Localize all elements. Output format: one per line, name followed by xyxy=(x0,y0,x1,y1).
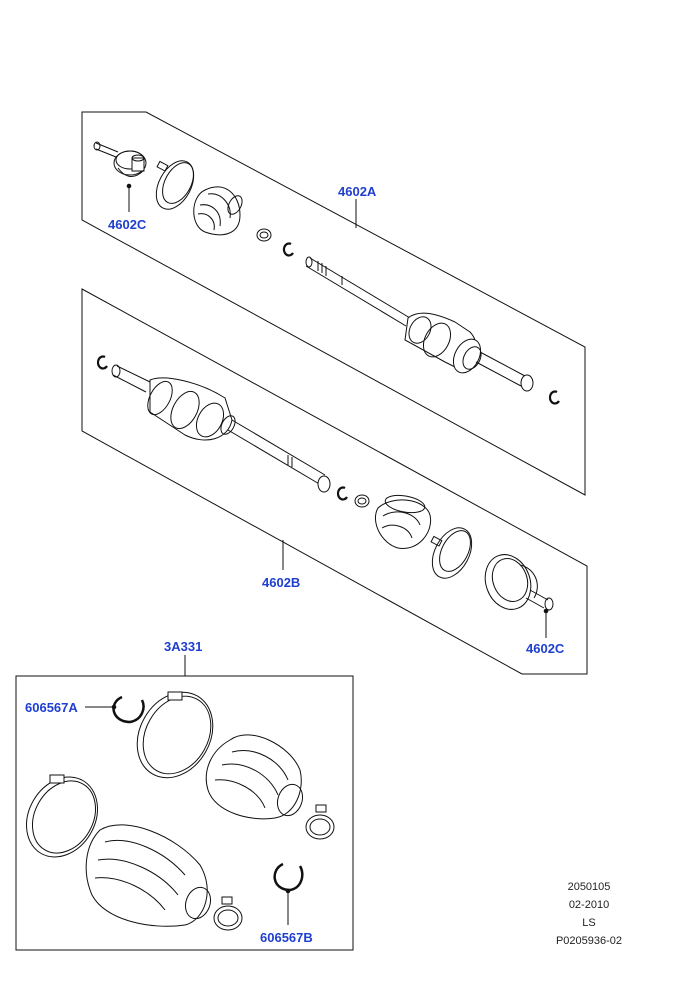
clip-a-part[interactable] xyxy=(112,695,145,724)
ref-illustration-id: P0205936-02 xyxy=(555,935,623,947)
callout-4602b[interactable]: 4602B xyxy=(262,575,301,590)
ref-code: 2050105 xyxy=(567,881,611,893)
lower-circlip-mid[interactable] xyxy=(336,486,348,501)
callout-4602a[interactable]: 4602A xyxy=(338,184,377,199)
boot-kit-parts[interactable] xyxy=(12,679,335,931)
lower-panel-frame xyxy=(81,288,588,675)
upper-shaft-assembly[interactable] xyxy=(93,141,560,405)
lower-inner-joint[interactable] xyxy=(111,364,238,442)
upper-inner-joint[interactable] xyxy=(404,312,534,392)
lower-small-clamp[interactable] xyxy=(354,494,370,508)
upper-outer-joint[interactable] xyxy=(93,141,147,177)
callout-606567a[interactable]: 606567A xyxy=(25,700,78,715)
clip-b-part[interactable] xyxy=(273,862,304,892)
ref-date: 02-2010 xyxy=(568,899,610,911)
lower-outer-boot[interactable] xyxy=(375,493,432,549)
kit-boot-lower[interactable] xyxy=(85,824,215,927)
upper-circlip-right[interactable] xyxy=(548,390,560,405)
kit-small-clamp-lower[interactable] xyxy=(213,896,243,931)
kit-large-clamp-upper[interactable] xyxy=(122,679,228,792)
callout-3a331[interactable]: 3A331 xyxy=(164,639,203,654)
lower-shaft-assembly[interactable] xyxy=(96,355,554,616)
kit-large-clamp-lower[interactable] xyxy=(12,764,111,870)
upper-small-clamp[interactable] xyxy=(256,228,272,242)
kit-boot-upper[interactable] xyxy=(205,734,306,820)
callout-4602c-lower[interactable]: 4602C xyxy=(526,641,565,656)
upper-outer-clamp[interactable] xyxy=(149,155,202,216)
callout-606567b[interactable]: 606567B xyxy=(260,930,313,945)
ref-model: LS xyxy=(582,917,596,929)
lower-outer-joint[interactable] xyxy=(478,548,554,616)
upper-outer-boot[interactable] xyxy=(193,186,245,236)
upper-panel-frame xyxy=(81,111,586,496)
kit-small-clamp-upper[interactable] xyxy=(305,804,335,840)
lower-shaft[interactable] xyxy=(227,419,331,493)
lower-circlip-left[interactable] xyxy=(96,355,108,370)
upper-shaft[interactable] xyxy=(305,256,411,327)
lower-outer-clamp[interactable] xyxy=(424,521,479,585)
upper-circlip-left[interactable] xyxy=(282,242,294,257)
callout-4602c-upper[interactable]: 4602C xyxy=(108,217,147,232)
